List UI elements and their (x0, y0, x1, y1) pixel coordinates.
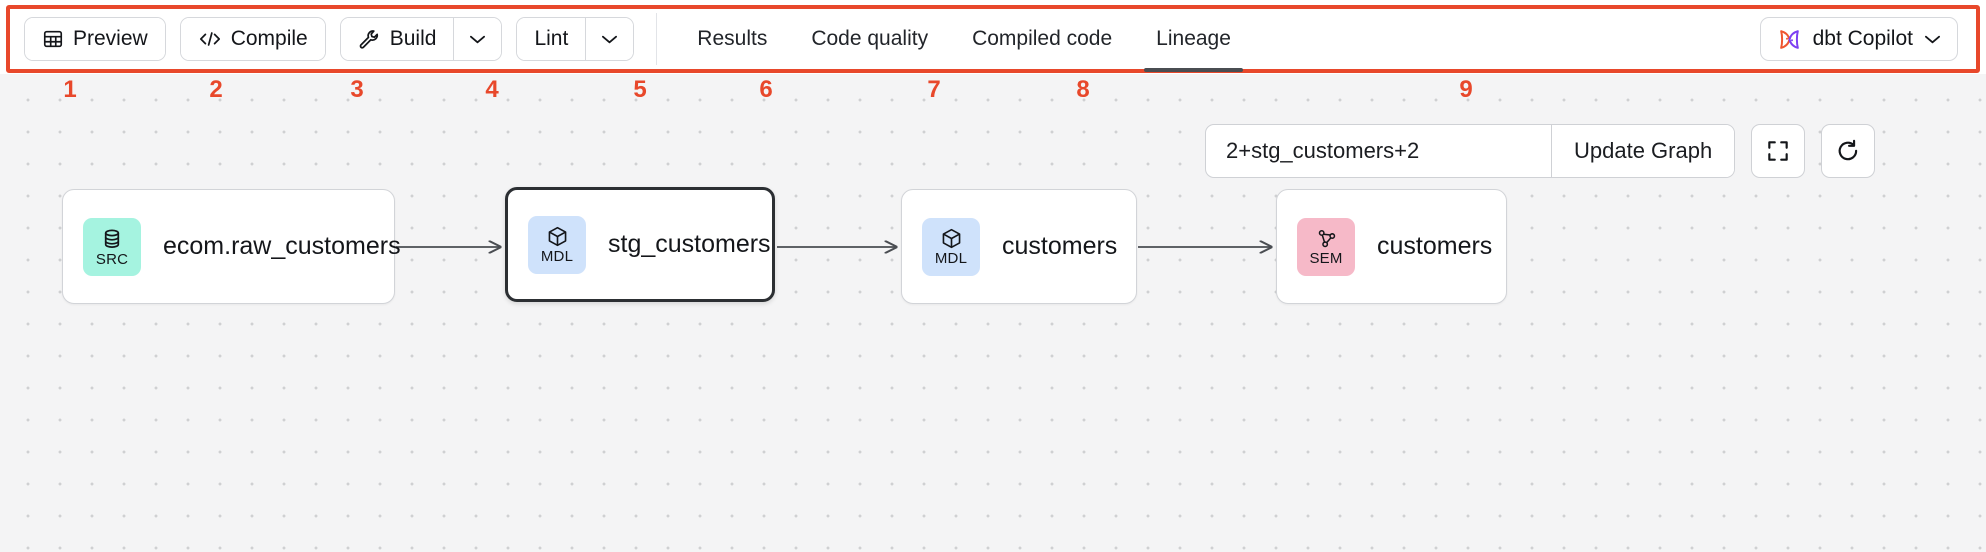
node-type-badge-src: SRC (83, 217, 141, 276)
annotation-marker-2: 2 (209, 76, 223, 103)
code-brackets-icon (198, 28, 222, 50)
refresh-button[interactable] (1821, 124, 1876, 178)
preview-button-group[interactable]: Preview (24, 17, 166, 61)
annotation-marker-7: 7 (927, 76, 941, 103)
wrench-icon (358, 28, 381, 51)
lineage-node-sem-customers[interactable]: SEM customers (1276, 189, 1507, 304)
fullscreen-icon (1765, 138, 1791, 164)
annotation-marker-9: 9 (1459, 76, 1473, 103)
node-type-label: MDL (934, 250, 968, 267)
chevron-down-icon (601, 34, 618, 45)
annotation-marker-4: 4 (485, 76, 499, 103)
cube-icon (546, 225, 569, 248)
tab-results-label: Results (697, 27, 768, 50)
compile-button[interactable]: Compile (180, 18, 325, 60)
lint-button-label: Lint (534, 27, 569, 50)
update-graph-label: Update Graph (1574, 138, 1713, 163)
lineage-edges (396, 74, 1986, 552)
lineage-node-mdl-stg-customers[interactable]: MDL stg_customers (505, 187, 775, 302)
tab-compiled-code[interactable]: Compiled code (950, 9, 1134, 69)
node-type-badge-mdl: MDL (922, 217, 980, 276)
build-button-label: Build (389, 27, 437, 50)
compile-button-label: Compile (230, 27, 308, 50)
annotation-marker-5: 5 (633, 76, 647, 103)
annotation-marker-3: 3 (350, 76, 364, 103)
node-type-label: SEM (1309, 250, 1343, 267)
node-label: customers (1002, 232, 1118, 260)
lineage-canvas[interactable]: Update Graph (0, 74, 1986, 552)
tab-bar: Results Code quality Compiled code Linea… (675, 9, 1253, 72)
graph-selector-group: Update Graph (1205, 124, 1736, 178)
semantic-graph-icon (1315, 227, 1338, 250)
toolbar-divider (656, 13, 658, 65)
annotation-marker-1: 1 (63, 76, 77, 103)
tab-compiled-code-label: Compiled code (972, 27, 1113, 50)
lineage-node-mdl-customers[interactable]: MDL customers (901, 189, 1137, 304)
node-label: stg_customers (608, 230, 771, 258)
node-label: ecom.raw_customers (163, 232, 401, 260)
build-dropdown-toggle[interactable] (453, 18, 502, 60)
graph-selector-input[interactable] (1206, 125, 1551, 177)
tab-lineage-label: Lineage (1156, 27, 1231, 50)
node-type-label: SRC (95, 250, 129, 268)
annotation-marker-6: 6 (759, 76, 773, 103)
dbt-copilot-button[interactable]: dbt Copilot (1759, 17, 1958, 61)
table-icon (42, 28, 64, 50)
node-type-badge-sem: SEM (1297, 217, 1355, 276)
graph-controls: Update Graph (1205, 124, 1876, 178)
lint-button-group[interactable]: Lint (516, 17, 635, 61)
toolbar-annotation-box: Preview Compile (6, 5, 1980, 73)
chevron-down-icon (1924, 34, 1941, 45)
node-label: customers (1377, 232, 1493, 260)
fullscreen-button[interactable] (1751, 124, 1806, 178)
tab-lineage[interactable]: Lineage (1134, 9, 1253, 72)
node-type-label: MDL (540, 248, 574, 265)
cube-icon (940, 227, 963, 250)
lint-dropdown-toggle[interactable] (585, 18, 634, 60)
preview-button-label: Preview (73, 27, 148, 50)
tab-code-quality[interactable]: Code quality (789, 9, 950, 69)
update-graph-button[interactable]: Update Graph (1551, 125, 1735, 177)
chevron-down-icon (469, 34, 486, 45)
tab-code-quality-label: Code quality (811, 27, 929, 50)
lineage-node-src-raw-customers[interactable]: SRC ecom.raw_customers (62, 189, 401, 304)
preview-button[interactable]: Preview (25, 18, 165, 60)
node-type-badge-mdl: MDL (528, 215, 586, 274)
build-button-group[interactable]: Build (339, 17, 503, 61)
compile-button-group[interactable]: Compile (179, 17, 326, 61)
database-icon (100, 227, 124, 251)
dbt-copilot-label: dbt Copilot (1812, 27, 1913, 50)
tab-results[interactable]: Results (675, 9, 789, 69)
lint-button[interactable]: Lint (517, 18, 586, 60)
toolbar: Preview Compile (10, 9, 1976, 72)
refresh-icon (1835, 138, 1861, 164)
annotation-marker-8: 8 (1076, 76, 1090, 103)
build-button[interactable]: Build (340, 18, 454, 60)
dbt-copilot-icon (1777, 27, 1802, 52)
